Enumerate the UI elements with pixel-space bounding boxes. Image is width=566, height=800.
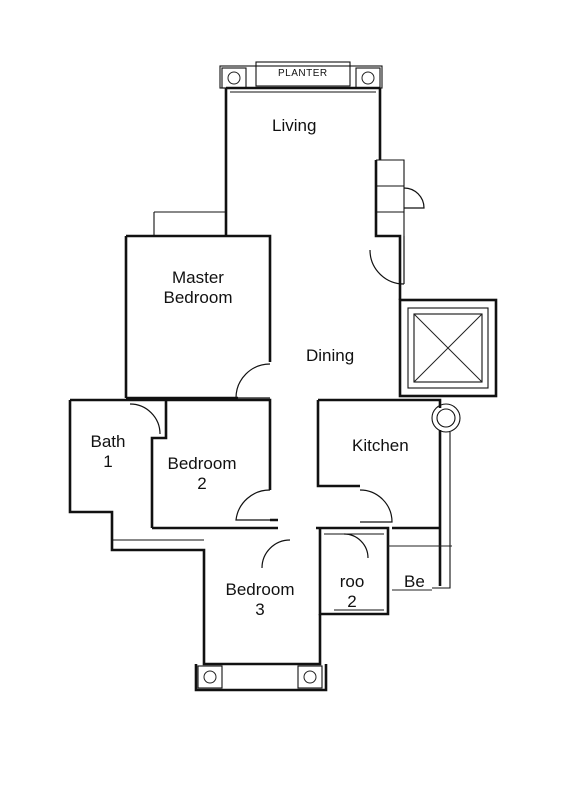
- bedroom3-walls: [110, 526, 328, 692]
- kitchen-walls: [316, 398, 461, 589]
- bay-area: [388, 545, 452, 591]
- living-walls: [224, 86, 425, 300]
- bath1-line2: 1: [103, 452, 113, 471]
- bedroom3-line1: Bedroom: [225, 580, 295, 599]
- bath2-line1: roo: [339, 572, 365, 591]
- bedroom2-line2: 2: [197, 474, 207, 493]
- bath1-line1: Bath: [90, 432, 126, 451]
- planter-label: PLANTER: [278, 68, 328, 79]
- lift: [398, 298, 498, 398]
- bedroom2-line1: Bedroom: [167, 454, 237, 473]
- bath1-label: Bath 1: [86, 432, 130, 472]
- bath2-walls: [316, 526, 390, 616]
- master-bedroom-label: Master Bedroom: [150, 268, 246, 308]
- kitchen-label: Kitchen: [352, 436, 409, 455]
- bay-label: Be: [404, 572, 425, 591]
- living-label: Living: [272, 116, 317, 135]
- bedroom3-label: Bedroom 3: [216, 580, 304, 620]
- bedroom2-walls: [152, 398, 278, 530]
- bath2-line2: 2: [347, 592, 357, 611]
- dining-label: Dining: [306, 346, 355, 365]
- master-bedroom-line2: Bedroom: [163, 288, 233, 307]
- bedroom2-label: Bedroom 2: [158, 454, 246, 494]
- master-bedroom-walls: [124, 211, 272, 400]
- bedroom3-line2: 3: [255, 600, 265, 619]
- bath1-walls: [68, 398, 168, 528]
- master-bedroom-line1: Master: [172, 268, 224, 287]
- bath2-label: roo 2: [332, 572, 372, 612]
